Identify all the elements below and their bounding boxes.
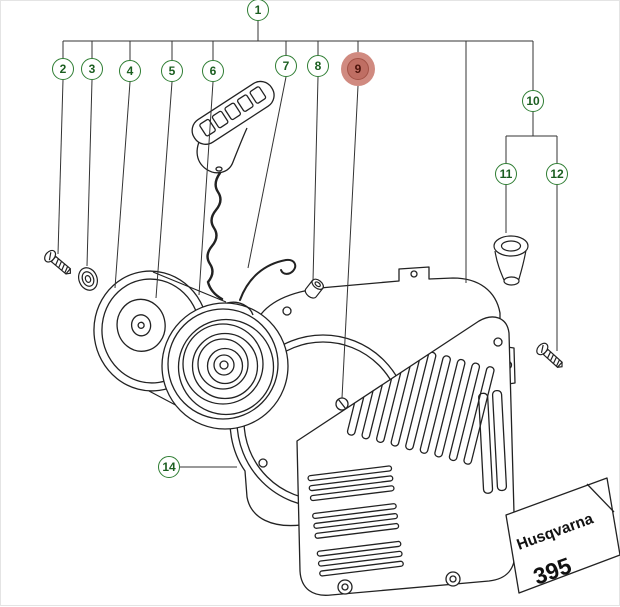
washer: [78, 267, 98, 291]
callout-7[interactable]: 7: [275, 55, 297, 77]
spring-clip: [239, 258, 297, 301]
starter-handle: [191, 80, 275, 174]
recoil-spring: [161, 301, 289, 430]
callout-9[interactable]: 9: [347, 58, 369, 80]
callout-14[interactable]: 14: [158, 456, 180, 478]
bushing: [304, 278, 324, 299]
callout-2[interactable]: 2: [52, 58, 74, 80]
housing-screw-boss: [335, 397, 349, 411]
leader-lines: [57, 21, 558, 468]
cap-part: [493, 235, 529, 286]
brand-plate: Husqvarna 395: [505, 477, 620, 594]
screw-right: [536, 342, 563, 369]
callout-4[interactable]: 4: [119, 60, 141, 82]
starter-rope: [206, 171, 224, 301]
callout-11[interactable]: 11: [495, 163, 517, 185]
callout-12[interactable]: 12: [546, 163, 568, 185]
cover-side-slats: [478, 389, 508, 494]
callout-10[interactable]: 10: [522, 90, 544, 112]
screw-left: [44, 249, 72, 275]
cover-louver-slats: [307, 465, 404, 577]
starter-cover: [296, 316, 516, 596]
callout-5[interactable]: 5: [161, 60, 183, 82]
callout-1[interactable]: 1: [247, 0, 269, 21]
callout-8[interactable]: 8: [307, 55, 329, 77]
callout-3[interactable]: 3: [81, 58, 103, 80]
callout-6[interactable]: 6: [202, 60, 224, 82]
